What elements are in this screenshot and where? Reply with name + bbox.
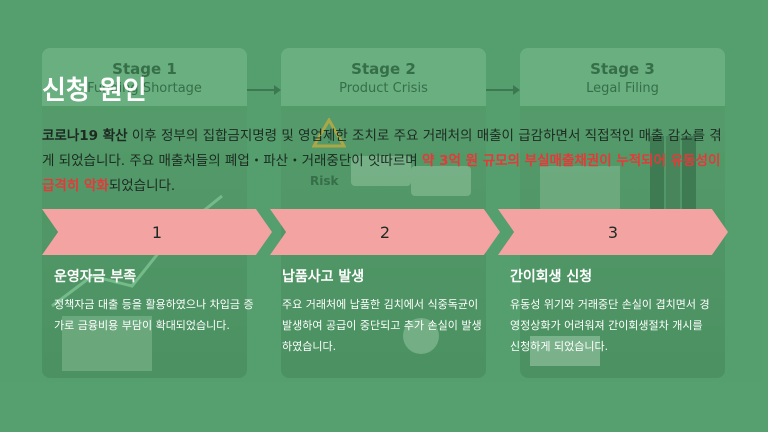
step-banner-1: 1 bbox=[42, 209, 272, 255]
cause-description: 코로나19 확산 이후 정부의 집합금지명령 및 영업제한 조치로 주요 거래처… bbox=[42, 124, 732, 199]
step-number: 1 bbox=[151, 222, 163, 242]
step-title-2: 납품사고 발생 bbox=[282, 269, 365, 285]
description-highlight: 약 3억 원 규모의 부실매출채권이 누적되어 유동성이 급격히 악화 bbox=[42, 153, 721, 194]
page-title: 신청 원인 bbox=[42, 76, 147, 106]
stage-subtitle: Legal Filing bbox=[586, 81, 659, 96]
step-title-3: 간이회생 신청 bbox=[510, 269, 593, 285]
stage-card-header: Stage 1 Funding Shortage bbox=[42, 48, 247, 106]
step-desc-2: 주요 거래처에 납품한 김치에서 식중독균이 발생하여 공급이 중단되고 추가 … bbox=[282, 298, 482, 353]
food-containers-icon bbox=[351, 156, 471, 354]
stage-title: Stage 2 bbox=[351, 60, 416, 78]
step-banner-3: 3 bbox=[498, 209, 728, 255]
description-lead: 코로나19 확산 bbox=[42, 128, 128, 144]
step-desc-3: 유동성 위기와 거래중단 손실이 겹치면서 경영정상화가 어려워져 간이회생절차… bbox=[510, 298, 710, 353]
warning-icon: ! bbox=[312, 118, 346, 148]
step-number: 2 bbox=[379, 222, 391, 242]
step-banner-2: 2 bbox=[270, 209, 500, 255]
step-desc-1: 정책자금 대출 등을 활용하였으나 차입금 증가로 금융비용 부담이 확대되었습… bbox=[54, 298, 254, 332]
step-number: 3 bbox=[607, 222, 619, 242]
stage-title: Stage 1 bbox=[112, 60, 177, 78]
description-text-end: 되었습니다. bbox=[108, 178, 176, 194]
flow-arrow-icon bbox=[486, 85, 520, 95]
stage-subtitle: Funding Shortage bbox=[87, 81, 202, 96]
risk-label: Risk bbox=[310, 174, 339, 188]
step-title-1: 운영자금 부족 bbox=[54, 269, 137, 285]
svg-text:!: ! bbox=[326, 131, 332, 147]
stage-card-header: Stage 3 Legal Filing bbox=[520, 48, 725, 106]
stage-title: Stage 3 bbox=[590, 60, 655, 78]
description-text: 이후 정부의 집합금지명령 및 영업제한 조치로 주요 거래처의 매출이 급감하… bbox=[42, 128, 722, 169]
stage-card-header: Stage 2 Product Crisis bbox=[281, 48, 486, 106]
stage-subtitle: Product Crisis bbox=[339, 81, 428, 96]
flow-arrow-icon bbox=[247, 85, 281, 95]
